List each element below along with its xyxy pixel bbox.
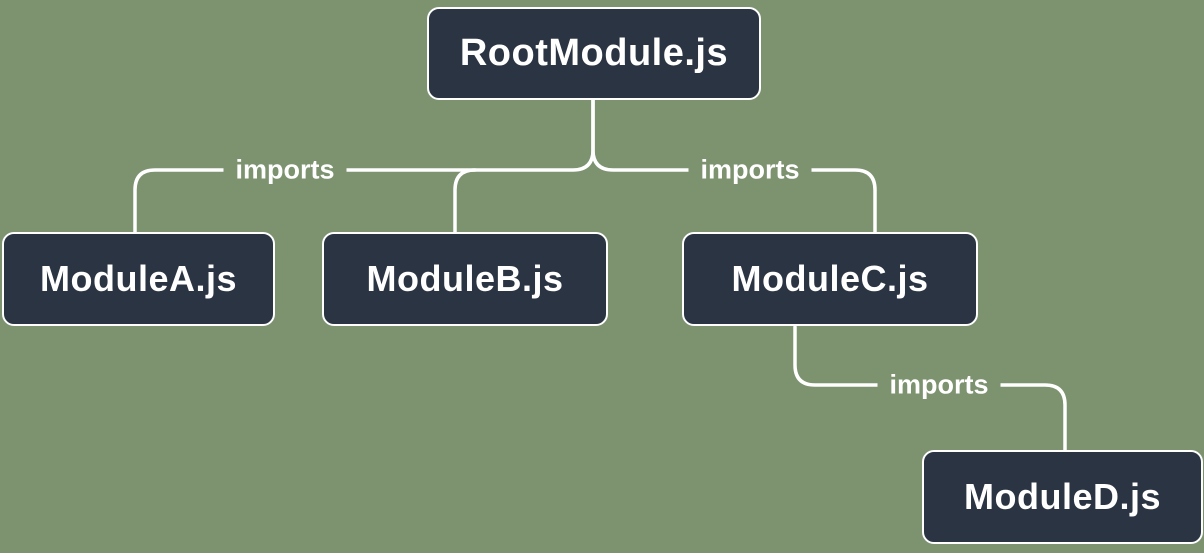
edge-root-to-moduleB — [453, 168, 477, 234]
node-moduleC: ModuleC.js — [682, 232, 978, 326]
node-moduleB: ModuleB.js — [322, 232, 608, 326]
node-rootmodule: RootModule.js — [427, 7, 761, 100]
edge-label-imports-right: imports — [688, 154, 812, 186]
node-moduleA-label: ModuleA.js — [39, 258, 237, 299]
edge-label-imports-bottom: imports — [877, 369, 1001, 401]
node-rootmodule-label: RootModule.js — [459, 32, 729, 74]
node-moduleB-label: ModuleB.js — [366, 258, 564, 299]
node-moduleD: ModuleD.js — [922, 450, 1203, 544]
node-moduleD-label: ModuleD.js — [963, 476, 1161, 517]
edge-label-imports-left: imports — [223, 154, 347, 186]
edge-root-to-moduleA — [133, 98, 595, 234]
node-moduleC-label: ModuleC.js — [731, 258, 929, 299]
node-moduleA: ModuleA.js — [2, 232, 275, 326]
